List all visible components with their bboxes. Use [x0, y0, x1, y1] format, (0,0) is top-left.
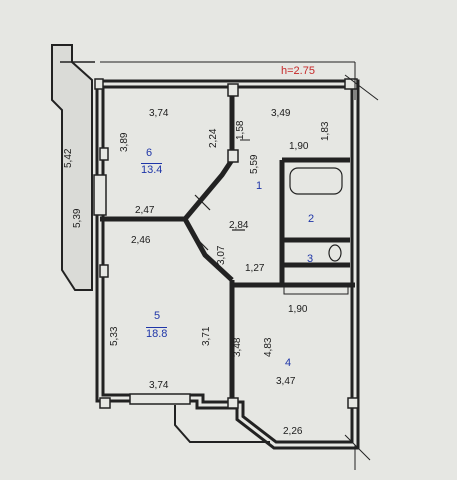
dim-483: 4,83: [263, 337, 274, 357]
dim-hall-side: 1,83: [320, 121, 331, 141]
dim-kitchen-bottom: 2,26: [283, 426, 303, 437]
dim-158: 1,58: [235, 120, 246, 140]
dim-284: 2,84: [229, 220, 249, 231]
dim-347: 3,47: [276, 376, 296, 387]
balcony-bottom: [174, 405, 270, 443]
windows: [93, 78, 359, 409]
dim-348: 3,48: [232, 337, 243, 357]
ceiling-height-label: h=2.75: [281, 65, 315, 77]
dimension-lines: [100, 61, 379, 470]
dim-307: 3,07: [216, 245, 227, 265]
toilet: [328, 244, 342, 262]
room-5-number: 5: [154, 310, 161, 322]
dim-hall-top: 3,49: [271, 108, 291, 119]
room-6-area: 13.4: [141, 163, 163, 176]
room-3-number: 3: [307, 253, 314, 265]
dim-kitchen-190: 1,90: [288, 304, 308, 315]
dim-127: 1,27: [245, 263, 265, 274]
dim-room5-top: 2,46: [131, 235, 151, 246]
room-5-area: 18.8: [146, 327, 168, 340]
dim-room6-height: 3,89: [119, 132, 130, 152]
dim-542: 5,42: [63, 148, 74, 168]
dim-224: 2,24: [208, 128, 219, 148]
door-marks: [192, 194, 245, 251]
room-1-number: 1: [256, 180, 263, 192]
dim-room5-height: 5,33: [109, 326, 120, 346]
dim-559: 5,59: [249, 154, 260, 174]
dim-room6-bottom: 2,47: [135, 205, 155, 216]
balcony-left: [51, 44, 93, 291]
bathtub: [289, 167, 343, 195]
kitchen-counter: [283, 285, 349, 295]
room-2-number: 2: [308, 213, 315, 225]
dim-room6-top: 3,74: [149, 108, 169, 119]
dim-371: 3,71: [201, 326, 212, 346]
dim-bath-width: 1,90: [289, 141, 309, 152]
interior-walls: [100, 92, 355, 405]
room-4-number: 4: [285, 357, 292, 369]
dim-539: 5,39: [72, 208, 83, 228]
dim-room5-bottom: 3,74: [149, 380, 169, 391]
room-6-number: 6: [146, 147, 153, 159]
